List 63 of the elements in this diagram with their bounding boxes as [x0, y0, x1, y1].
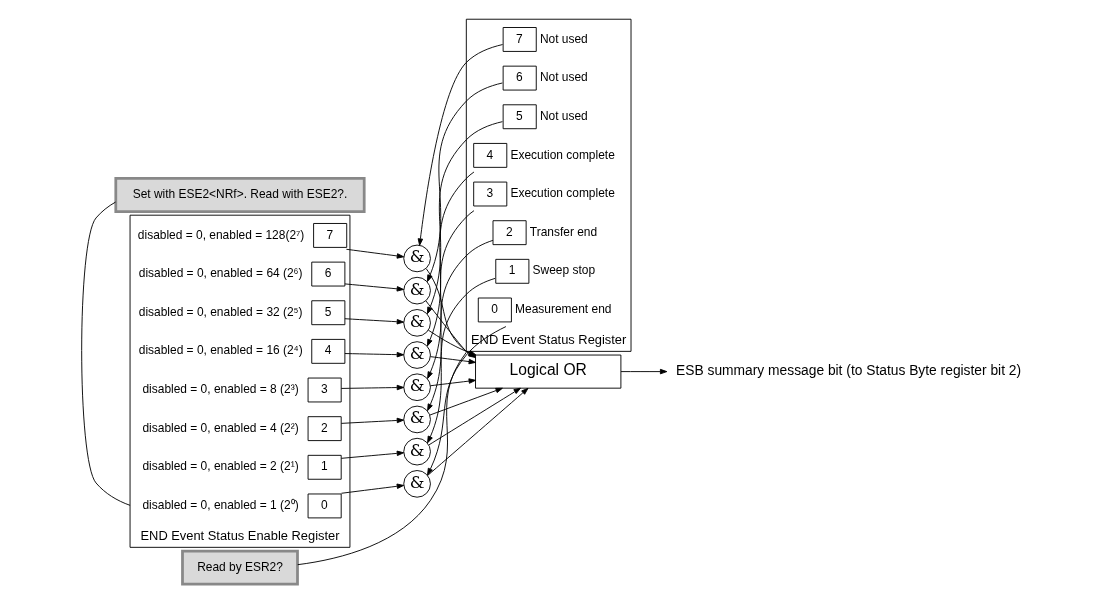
node-circle: &	[403, 244, 431, 273]
node-box: 2	[492, 220, 527, 246]
node-text: ESB summary message bit (to Status Byte register bit 2)	[676, 362, 1022, 378]
node-box: Logical OR	[475, 354, 622, 389]
arrow	[429, 387, 503, 416]
node-box: 7	[502, 27, 537, 52]
node-box: Set with ESE2<NRf>. Read with ESE2?.	[114, 177, 366, 213]
node-label: disabled = 0, enabled = 1 (2⁰)	[142, 498, 299, 513]
node-box: 4	[473, 142, 508, 168]
node-box: 3	[473, 181, 508, 207]
connector	[81, 201, 131, 506]
arrow	[427, 326, 507, 476]
node-box: 2	[307, 416, 342, 442]
node-label: disabled = 0, enabled = 4 (2²)	[142, 420, 299, 435]
node-box: 6	[502, 65, 537, 91]
arrow	[340, 384, 405, 391]
arrow	[344, 351, 405, 358]
node-box: 1	[495, 258, 530, 284]
node-label: disabled = 0, enabled = 64 (2⁶)	[138, 266, 303, 281]
arrow	[426, 82, 503, 282]
node-box: 5	[311, 300, 346, 326]
node-label: Measurement end	[515, 302, 612, 317]
node-circle: &	[403, 470, 431, 498]
node-label: Execution complete	[510, 147, 615, 162]
node-box: 3	[307, 377, 342, 403]
node-label: Not used	[539, 70, 588, 85]
node-label: Execution complete	[510, 186, 615, 201]
node-box: 5	[502, 104, 537, 130]
node-box: Read by ESR2?	[181, 549, 299, 586]
node-box: 4	[311, 338, 346, 364]
arrow	[344, 283, 405, 292]
arrow	[620, 368, 668, 375]
node-box: 7	[313, 223, 348, 248]
arrow	[344, 318, 405, 325]
node-label: disabled = 0, enabled = 8 (2³)	[142, 382, 299, 397]
arrow	[426, 121, 503, 315]
arrow	[340, 450, 405, 459]
connector	[297, 350, 468, 566]
arrow	[427, 277, 496, 444]
node-label: Not used	[539, 31, 588, 46]
node-label: Not used	[539, 108, 588, 123]
arrow	[427, 387, 529, 476]
arrow	[427, 239, 494, 412]
node-label: disabled = 0, enabled = 2 (2¹)	[142, 459, 299, 474]
arrow	[426, 171, 475, 347]
node-box: 0	[307, 493, 342, 519]
node-box: 6	[311, 261, 346, 287]
node-label: disabled = 0, enabled = 16 (2⁴)	[138, 343, 303, 358]
node-circle: &	[403, 309, 431, 337]
node-circle: &	[403, 341, 431, 369]
arrow	[429, 378, 476, 387]
node-label: Sweep stop	[532, 263, 596, 278]
node-box: 0	[477, 297, 512, 323]
node-box: 1	[307, 454, 342, 480]
arrow	[340, 417, 405, 424]
node-label: Transfer end	[529, 224, 598, 239]
node-label: disabled = 0, enabled = 32 (2⁵)	[138, 304, 303, 319]
arrow	[340, 483, 405, 494]
arrow	[345, 248, 405, 259]
arrow	[428, 387, 521, 446]
node-label: disabled = 0, enabled = 128(2⁷)	[137, 227, 305, 242]
arrow	[429, 356, 476, 365]
arrow	[417, 44, 504, 246]
